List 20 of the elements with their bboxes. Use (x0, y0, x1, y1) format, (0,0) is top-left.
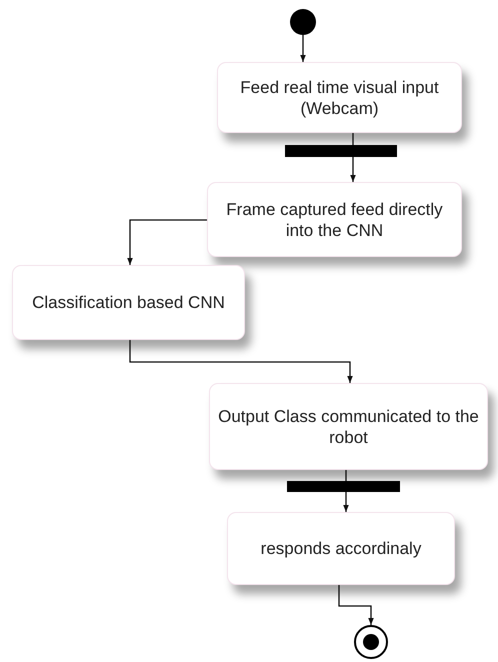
activity-box (207, 182, 462, 257)
activity-box (209, 383, 488, 470)
activity-box (12, 265, 245, 340)
end-node (354, 625, 388, 659)
sync-bar (287, 481, 400, 492)
activity-label: Frame captured feed directly into the CNN (225, 198, 444, 240)
arrow (127, 219, 207, 265)
arrow (300, 35, 306, 62)
arrow (350, 157, 356, 182)
activity-box (217, 62, 462, 133)
arrow (338, 585, 374, 625)
activity-label: Classification based CNN (32, 292, 225, 313)
activity-label: responds accordinaly (260, 538, 422, 559)
start-node (290, 9, 316, 35)
activity-label: Feed real time visual input (Webcam) (239, 76, 440, 118)
sync-bar (285, 145, 397, 157)
arrow (343, 492, 349, 512)
arrow (129, 340, 353, 383)
activity-box (227, 512, 455, 585)
activity-label: Output Class communicated to the robot (218, 406, 479, 448)
